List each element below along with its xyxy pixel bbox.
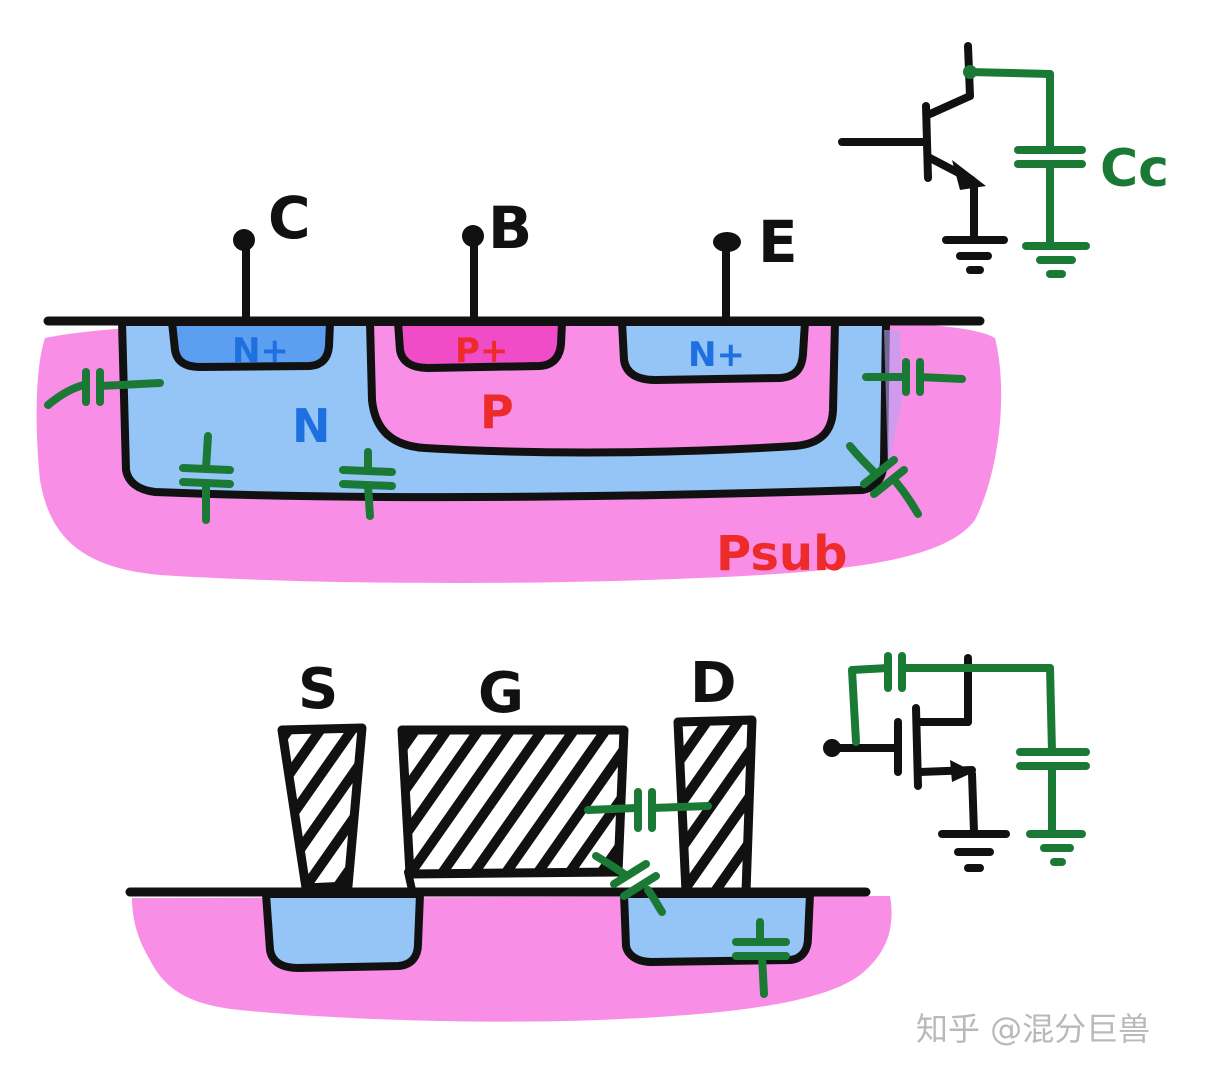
mos-sch-source-wire [968, 770, 978, 836]
collector-terminal-dot [233, 229, 255, 251]
cc-label: Cc [1100, 139, 1169, 199]
gate-label: G [478, 661, 524, 726]
bjt-schematic: Cc [838, 42, 1169, 278]
mos-sch-source-arrow-icon [950, 760, 974, 782]
base-terminal-dot [462, 225, 484, 247]
emitter-label: E [758, 208, 798, 276]
n-region-edge-tint [884, 330, 902, 470]
pplus-region [394, 318, 566, 372]
parasitic-cap-corner [846, 442, 922, 518]
drain-contact [673, 715, 757, 897]
mos-cap-gate-drain [584, 788, 712, 832]
bjt-sch-cc-capacitor [966, 68, 1090, 278]
source-label: S [298, 657, 338, 722]
mos-cap-gate-drain-overlap [592, 852, 666, 916]
drain-label: D [690, 651, 736, 716]
mos-schematic [823, 652, 1090, 872]
watermark: 知乎 @混分巨兽 [916, 1010, 1150, 1048]
source-contact [277, 723, 367, 893]
parasitic-cap-left [44, 368, 164, 409]
mos-sch-capacitors [848, 652, 1090, 866]
pplus-label: P+ [455, 331, 508, 371]
parasitic-cap-bottom-left [179, 432, 234, 524]
source-diffusion [262, 890, 424, 972]
mos-cap-drain-substrate [732, 918, 790, 998]
nplus-emitter-region [618, 318, 809, 384]
nplus-emitter-label: N+ [688, 335, 745, 375]
parasitic-cap-right [862, 358, 966, 396]
gate-electrode [397, 725, 629, 879]
mos-cross-section: S G D [125, 651, 892, 1022]
p-region-label: P [480, 385, 514, 439]
nplus-collector-label: N+ [232, 331, 289, 371]
bjt-cross-section: C B E N+ P+ N+ P N Psub [36, 184, 1002, 584]
nplus-collector-region [168, 318, 334, 371]
gate-left-leg [404, 868, 416, 894]
drain-diffusion [620, 890, 814, 966]
psub-label: Psub [716, 526, 847, 582]
emitter-terminal-dot [713, 232, 741, 252]
bjt-sch-collector-diag [926, 92, 974, 118]
bjt-sch-emitter-arrow-icon [952, 160, 986, 190]
n-region-label: N [292, 399, 331, 453]
base-label: B [488, 194, 532, 262]
parasitic-cap-bottom-mid [339, 448, 396, 520]
collector-label: C [268, 184, 311, 252]
